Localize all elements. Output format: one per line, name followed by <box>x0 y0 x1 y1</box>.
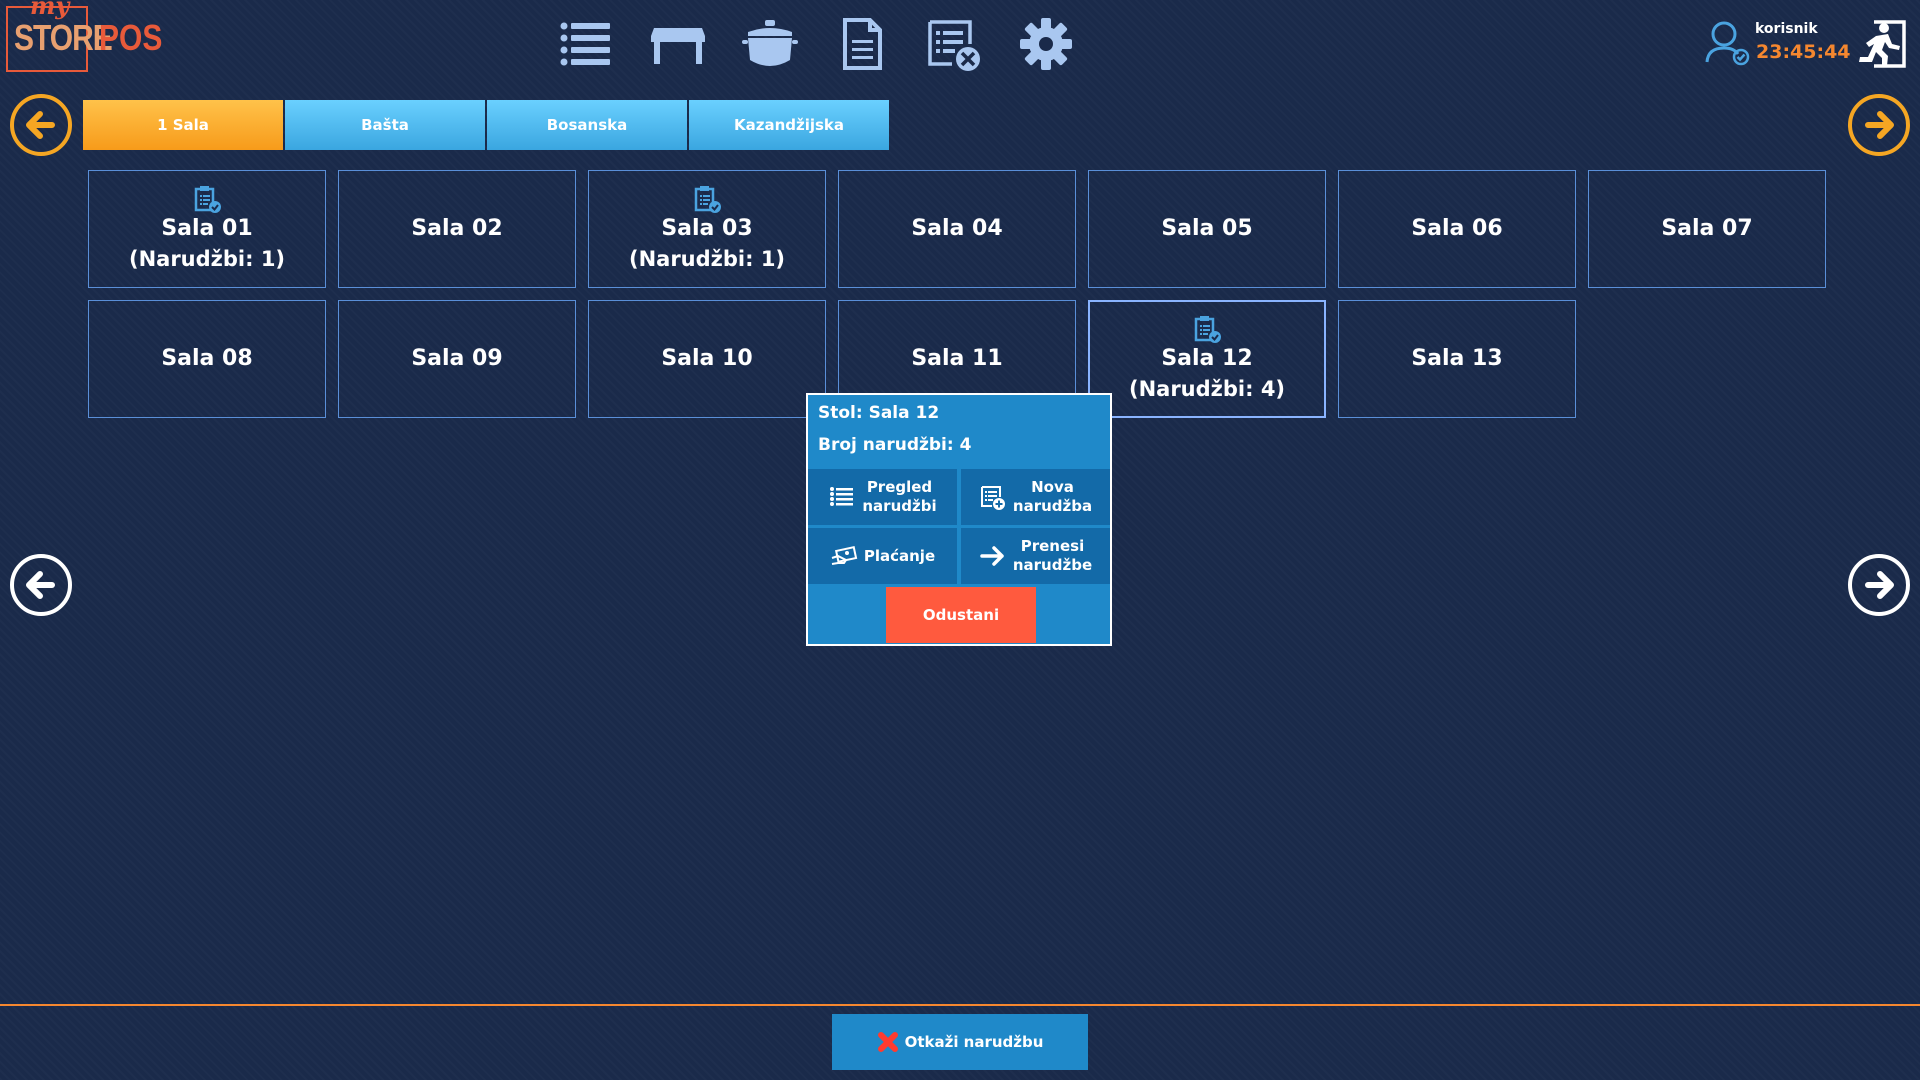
cancel-order-button[interactable]: Otkaži narudžbu <box>832 1014 1088 1070</box>
logo-store-text: STORE <box>14 18 113 59</box>
pot-icon[interactable] <box>740 14 800 74</box>
table-orders-count: (Narudžbi: 4) <box>1128 377 1286 401</box>
cancel-order-label: Otkaži narudžbu <box>904 1033 1044 1051</box>
table-name: Sala 04 <box>911 216 1003 241</box>
table-sala-05[interactable]: Sala 05 <box>1088 170 1326 288</box>
table-orders-count: (Narudžbi: 1) <box>628 247 786 271</box>
payment-label: Plaćanje <box>863 546 936 565</box>
table-sala-06[interactable]: Sala 06 <box>1338 170 1576 288</box>
tab-next-button[interactable] <box>1848 94 1910 156</box>
page-next-button[interactable] <box>1848 554 1910 616</box>
popup-order-count: Broj narudžbi: 4 <box>818 435 972 455</box>
table-icon[interactable] <box>648 14 708 74</box>
payment-button[interactable]: Plaćanje <box>808 528 957 584</box>
tab-prev-button[interactable] <box>10 94 72 156</box>
page-prev-button[interactable] <box>10 554 72 616</box>
table-sala-09[interactable]: Sala 09 <box>338 300 576 418</box>
table-name: Sala 13 <box>1411 346 1503 371</box>
table-name: Sala 09 <box>411 346 503 371</box>
table-sala-12[interactable]: Sala 12 (Narudžbi: 4) <box>1088 300 1326 418</box>
table-sala-11[interactable]: Sala 11 <box>838 300 1076 418</box>
new-order-icon <box>980 486 1005 510</box>
new-order-label-2: narudžba <box>1012 497 1093 515</box>
tab-1-sala[interactable]: 1 Sala <box>83 100 283 150</box>
table-name: Sala 02 <box>411 216 503 241</box>
app-logo: my STORE POS <box>0 0 170 80</box>
payment-hand-icon <box>831 546 858 565</box>
table-name: Sala 05 <box>1161 216 1253 241</box>
table-sala-10[interactable]: Sala 10 <box>588 300 826 418</box>
logo-my-text: my <box>30 0 70 20</box>
tab-kazandzijska[interactable]: Kazandžijska <box>689 100 889 150</box>
order-clipboard-icon <box>694 186 721 213</box>
gear-icon[interactable] <box>1016 14 1076 74</box>
user-name: korisnik <box>1755 21 1818 37</box>
table-name: Sala 03 <box>661 216 753 241</box>
bottom-divider <box>0 1004 1920 1006</box>
logo-pos-text: POS <box>99 18 163 59</box>
logo-frame <box>6 6 88 72</box>
arrow-right-icon <box>980 546 1004 566</box>
table-name: Sala 10 <box>661 346 753 371</box>
document-icon[interactable] <box>832 14 892 74</box>
popup-table-label: Stol: Sala 12 <box>818 403 940 423</box>
cancel-document-icon[interactable] <box>924 14 984 74</box>
table-sala-07[interactable]: Sala 07 <box>1588 170 1826 288</box>
exit-icon[interactable] <box>1854 14 1910 70</box>
table-name: Sala 01 <box>161 216 253 241</box>
table-name: Sala 08 <box>161 346 253 371</box>
list-icon[interactable] <box>556 14 616 74</box>
table-sala-13[interactable]: Sala 13 <box>1338 300 1576 418</box>
table-name: Sala 12 <box>1161 346 1253 371</box>
table-sala-08[interactable]: Sala 08 <box>88 300 326 418</box>
user-avatar-icon <box>1704 18 1752 66</box>
table-sala-01[interactable]: Sala 01 (Narudžbi: 1) <box>88 170 326 288</box>
transfer-orders-label-1: Prenesi <box>1020 537 1085 555</box>
arrow-left-icon <box>26 111 55 139</box>
list-icon <box>830 487 854 506</box>
table-sala-03[interactable]: Sala 03 (Narudžbi: 1) <box>588 170 826 288</box>
table-sala-04[interactable]: Sala 04 <box>838 170 1076 288</box>
table-name: Sala 07 <box>1661 216 1753 241</box>
new-order-label-1: Nova <box>1031 478 1074 496</box>
clock-time: 23:45:44 <box>1756 41 1851 63</box>
transfer-orders-label-2: narudžbe <box>1012 556 1093 574</box>
table-name: Sala 11 <box>911 346 1003 371</box>
table-orders-count: (Narudžbi: 1) <box>128 247 286 271</box>
table-name: Sala 06 <box>1411 216 1503 241</box>
arrow-right-icon <box>1865 111 1894 139</box>
order-clipboard-icon <box>1194 316 1221 343</box>
room-tabs: 1 Sala Bašta Bosanska Kazandžijska <box>83 100 889 150</box>
arrow-left-icon <box>26 571 55 599</box>
arrow-right-icon <box>1865 571 1894 599</box>
view-orders-label-1: Pregled <box>866 478 933 496</box>
popup-cancel-button[interactable]: Odustani <box>886 587 1036 643</box>
tab-bosanska[interactable]: Bosanska <box>487 100 687 150</box>
close-icon <box>877 1032 898 1052</box>
tab-basta[interactable]: Bašta <box>285 100 485 150</box>
table-sala-02[interactable]: Sala 02 <box>338 170 576 288</box>
order-clipboard-icon <box>194 186 221 213</box>
view-orders-label-2: narudžbi <box>862 497 937 515</box>
